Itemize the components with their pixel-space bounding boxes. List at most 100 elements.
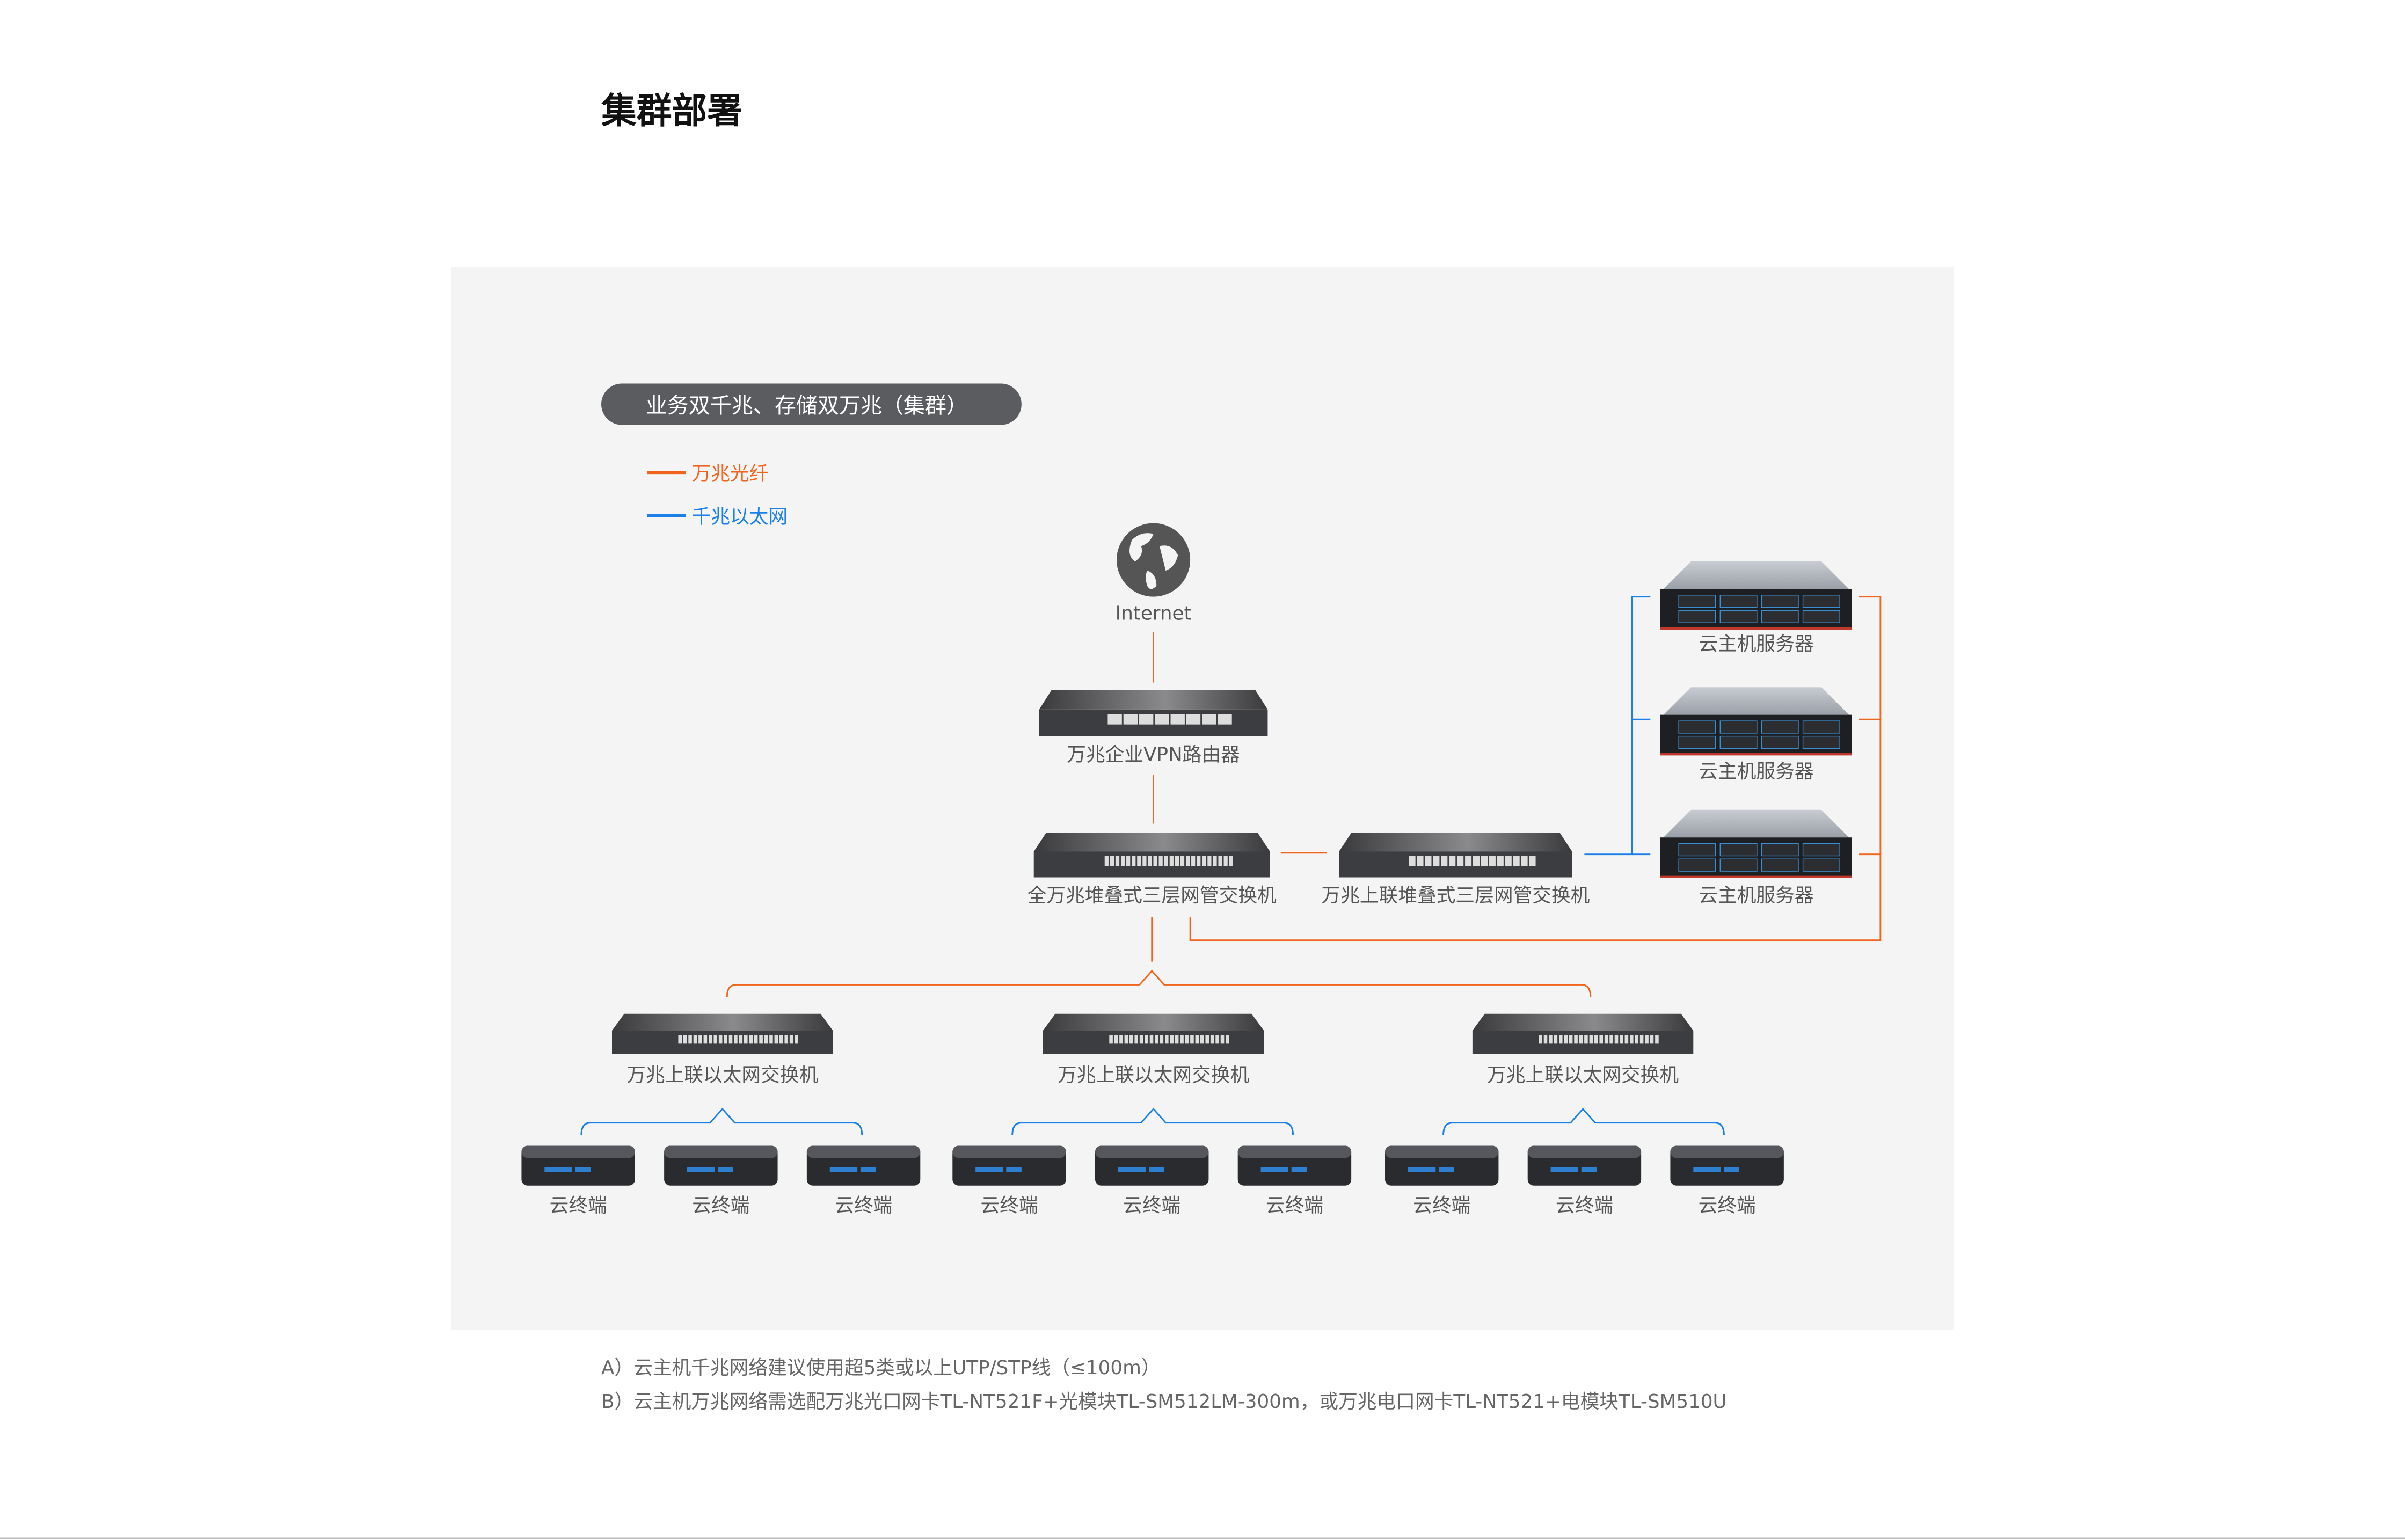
port (1543, 1035, 1548, 1044)
uplink-stack-switch-label: 万兆上联堆叠式三层网管交换机 (1321, 885, 1590, 907)
cloud-terminal-label: 云终端 (692, 1194, 749, 1216)
port (1655, 1035, 1659, 1044)
port (1123, 714, 1138, 725)
port (779, 1035, 783, 1044)
port (1186, 714, 1201, 725)
port (1609, 1035, 1613, 1044)
port (1564, 1035, 1568, 1044)
port (1165, 1035, 1169, 1044)
port (1599, 1035, 1604, 1044)
access-switch-device (612, 1013, 833, 1054)
port (1505, 856, 1512, 866)
drive-bay (1761, 595, 1799, 608)
drive-bay (1802, 720, 1840, 734)
port (769, 1035, 773, 1044)
port (1155, 1035, 1158, 1044)
port (1197, 856, 1201, 866)
port (1529, 856, 1536, 866)
drive-bay (1719, 610, 1758, 623)
port (1218, 856, 1222, 866)
cloud-terminal-label: 云终端 (1123, 1194, 1180, 1216)
port (1604, 1035, 1608, 1044)
drive-bay (1719, 595, 1758, 608)
port (1425, 856, 1432, 866)
port (1417, 856, 1424, 866)
port (764, 1035, 768, 1044)
drive-bay (1719, 843, 1758, 857)
port (1200, 1035, 1204, 1044)
access-switch-label: 万兆上联以太网交换机 (1058, 1064, 1249, 1086)
port (1158, 856, 1163, 866)
globe-icon (1117, 523, 1191, 597)
port (1120, 856, 1125, 866)
port (724, 1035, 727, 1044)
port (1223, 856, 1228, 866)
port (1645, 1035, 1649, 1044)
port (1104, 856, 1109, 866)
cloud-terminal-device (952, 1145, 1066, 1186)
drive-bay (1802, 610, 1840, 623)
cloud-terminal-label: 云终端 (1699, 1194, 1756, 1216)
cloud-server-label: 云主机服务器 (1699, 761, 1813, 783)
port (1180, 856, 1185, 866)
port (1202, 714, 1216, 725)
port (1153, 856, 1157, 866)
drive-bay (1719, 858, 1758, 872)
port (1569, 1035, 1573, 1044)
port (1148, 856, 1152, 866)
drive-bay (1678, 843, 1716, 857)
port (1207, 856, 1212, 866)
port (795, 1035, 798, 1044)
port (1635, 1035, 1639, 1044)
port (1170, 1035, 1174, 1044)
cloud-terminal-device (1095, 1145, 1209, 1186)
note-a: A）云主机千兆网络建议使用超5类或以上UTP/STP线（≤100m） (601, 1357, 1161, 1379)
cloud-server-label: 云主机服务器 (1699, 885, 1813, 907)
port (1185, 1035, 1189, 1044)
port (1205, 1035, 1209, 1044)
port (1554, 1035, 1558, 1044)
cloud-terminal-device (1385, 1145, 1499, 1186)
drive-bay (1678, 735, 1716, 749)
port (709, 1035, 712, 1044)
port (1624, 1035, 1629, 1044)
core-switch-device (1033, 833, 1270, 878)
port (1229, 856, 1233, 866)
port (1170, 714, 1185, 725)
note-b: B）云主机万兆网络需选配万兆光口网卡TL-NT521F+光模块TL-SM512L… (601, 1391, 1727, 1413)
port (1449, 856, 1456, 866)
cloud-terminal-label: 云终端 (1556, 1194, 1613, 1216)
port (1114, 1035, 1118, 1044)
router-label: 万兆企业VPN路由器 (1067, 743, 1240, 765)
port (1639, 1035, 1644, 1044)
internet-node: Internet (1116, 523, 1191, 625)
port (739, 1035, 743, 1044)
access-switch-label: 万兆上联以太网交换机 (1487, 1064, 1679, 1086)
port (774, 1035, 778, 1044)
port (1129, 1035, 1133, 1044)
port (1650, 1035, 1654, 1044)
drive-bay (1802, 858, 1840, 872)
port (1155, 714, 1169, 725)
scenario-badge-label: 业务双千兆、存储双万兆（集群） (646, 393, 968, 418)
port (1433, 856, 1440, 866)
port (754, 1035, 758, 1044)
port (693, 1035, 697, 1044)
port (1142, 856, 1147, 866)
cloud-terminal-device (521, 1145, 635, 1186)
port (1594, 1035, 1598, 1044)
port (1210, 1035, 1214, 1044)
port (1175, 856, 1179, 866)
port (1481, 856, 1488, 866)
access-switch-label: 万兆上联以太网交换机 (626, 1064, 818, 1086)
port (1124, 1035, 1128, 1044)
port (1191, 856, 1196, 866)
port (1559, 1035, 1563, 1044)
port (698, 1035, 702, 1044)
cloud-terminal-label: 云终端 (550, 1194, 607, 1216)
port (1213, 856, 1217, 866)
port (1195, 1035, 1199, 1044)
drive-bay (1761, 843, 1799, 857)
port (789, 1035, 793, 1044)
